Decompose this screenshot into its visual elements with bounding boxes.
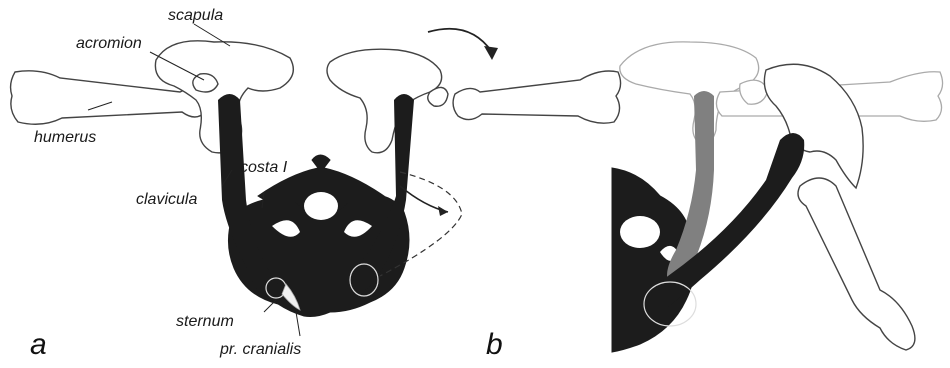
clavicula-label: clavicula bbox=[136, 192, 197, 208]
sternum-label: sternum bbox=[176, 314, 234, 330]
cranialis-leader bbox=[296, 312, 300, 336]
top-curved-arrow bbox=[428, 29, 492, 52]
panel-label-b: b bbox=[486, 330, 503, 360]
scapula-label: scapula bbox=[168, 8, 223, 24]
costa-label: costa I bbox=[240, 160, 287, 176]
panel-b-drawing bbox=[612, 42, 943, 352]
acromion-label: acromion bbox=[76, 36, 142, 52]
foramen-b bbox=[620, 216, 660, 248]
cranialis-label: pr. cranialis bbox=[220, 342, 301, 358]
humerus-label: humerus bbox=[34, 130, 96, 146]
top-arrowhead bbox=[484, 46, 498, 60]
vertebral-foramen bbox=[304, 192, 338, 220]
right-humerus bbox=[453, 71, 620, 123]
rotated-humerus bbox=[798, 178, 915, 350]
right-scapula bbox=[327, 49, 442, 153]
panel-a-drawing bbox=[11, 24, 621, 336]
panel-label-a: a bbox=[30, 330, 47, 360]
